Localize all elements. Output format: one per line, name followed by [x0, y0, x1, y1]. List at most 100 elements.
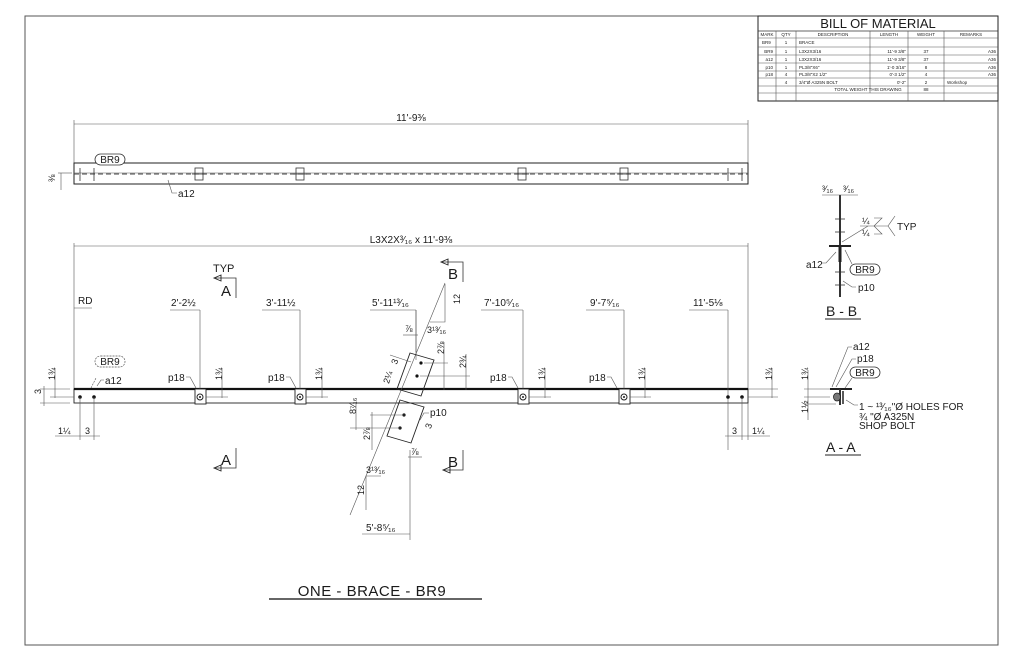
bom-header-weight: WEIGHT [917, 32, 935, 37]
plate-dim-1: 1¾ [214, 367, 224, 380]
bolt-hole-note-line-1: 1 ~ ¹³⁄₁₆"Ø HOLES FOR [859, 402, 964, 413]
bom-row: BR9 1 BRACE [762, 40, 815, 45]
filler-plates [194, 388, 631, 405]
plate-label-p18-3: p18 [490, 373, 507, 384]
bom-header-qty: QTY [781, 32, 790, 37]
member-size-dim: L3X2X³⁄₁₆ x 11'-9⅜ [370, 235, 453, 246]
bom-row: a12 1 L3X2X3/16 11'-9 3/8" 37 A36 [765, 57, 996, 62]
bom-header-description: DESCRIPTION [818, 32, 849, 37]
bom-cell-mark: BR9 [764, 49, 773, 54]
bom-cell-length: 0'-2" [897, 80, 906, 85]
section-bb-p10-label: p10 [858, 283, 875, 294]
bom-cell-qty: 1 [785, 40, 788, 45]
bom-cell-description: 3/4"Ø A325N BOLT [799, 80, 838, 85]
bom-cell-weight: 37 [923, 49, 929, 54]
station-dim-6: 11'-5⅛ [693, 298, 723, 309]
gusset-label-p10: p10 [430, 408, 447, 419]
station-dim-4: 7'-10⁵⁄₁₆ [484, 298, 519, 309]
gusset-offset-bottom: ⅞ [411, 447, 419, 457]
left-part-label: a12 [105, 376, 122, 387]
section-aa-title: A - A [826, 439, 856, 455]
weld-size-top: ¼ [862, 216, 870, 226]
section-b-b: ³⁄₁₆ ³⁄₁₆ ¼ ¼ TYP a12 BR9 p10 B - B [806, 184, 917, 320]
plan-mark-label: BR9 [100, 155, 120, 166]
section-aa-a12-label: a12 [853, 342, 870, 353]
gusset-dim-3-top: 3 [389, 358, 400, 366]
bom-total-value: 88 [923, 87, 929, 92]
left-edge-dim: 1¾ [47, 367, 57, 380]
section-bb-mark-bubble: BR9 [855, 265, 875, 276]
section-bb-top-dim-left: ³⁄₁₆ [822, 184, 834, 194]
bom-cell-weight: 8 [925, 65, 928, 70]
slope-rise-top: 12 [452, 294, 462, 304]
left-depth-dim: 3 [33, 389, 43, 394]
bom-cell-qty: 1 [785, 65, 788, 70]
rd-label: RD [78, 296, 92, 307]
bom-cell-remarks: A36 [988, 65, 997, 70]
bom-cell-weight: 4 [925, 72, 928, 77]
left-bolt-pitch-dim: 3 [85, 426, 90, 436]
bom-cell-length: 1'-0 3/16" [887, 65, 906, 70]
section-a-letter-top: A [221, 283, 231, 300]
bom-cell-remarks: A36 [988, 49, 997, 54]
bom-cell-length: 0'-3 1/2" [890, 72, 907, 77]
bom-header-mark: MARK [760, 32, 773, 37]
gusset-connection: 12 3¹³⁄₁₆ 3¹³⁄₁₆ 12 ⅞ ⅞ 2⅞ [348, 282, 470, 540]
plan-part-label: a12 [178, 189, 195, 200]
bom-row: p18 4 PL3/8"X2 1/2" 0'-3 1/2" 4 A36 [765, 72, 996, 77]
bom-cell-description: PL3/8"X6" [799, 65, 820, 70]
section-aa-dim-1-3-4: 1¾ [800, 367, 810, 380]
gusset-offset-top: ⅞ [405, 324, 413, 334]
plate-dim-2: 1¾ [314, 367, 324, 380]
bom-cell-mark: p10 [765, 65, 773, 70]
plan-bolt-marks [79, 167, 743, 181]
section-bb-a12-label: a12 [806, 260, 823, 271]
slope-rise-bottom: 12 [356, 485, 366, 495]
bom-cell-mark: a12 [765, 57, 773, 62]
section-a-a: a12 p18 BR9 1¾ 1½ 1 ~ ¹³⁄₁₆"Ø HOLES FOR … [800, 342, 964, 456]
plan-side-dim: ⅜ [47, 174, 57, 182]
bom-cell-remarks: Workshop [947, 80, 968, 85]
gusset-dim-8-7-16: 8⁷⁄₁₆ [348, 397, 358, 414]
bom-cell-description: PL3/8"X2 1/2" [799, 72, 827, 77]
section-a-typ-note: TYP [213, 263, 234, 275]
bom-row: p10 1 PL3/8"X6" 1'-0 3/16" 8 A36 [765, 65, 996, 70]
section-aa-p18-label: p18 [857, 354, 874, 365]
gusset-dim-2-7-8-top: 2⅞ [436, 341, 446, 354]
bom-total-label: TOTAL WEIGHT THIS DRAWING [834, 87, 902, 92]
station-dim-2: 3'-11½ [266, 298, 296, 309]
section-b-letter-bottom: B [448, 454, 458, 471]
right-edge-dim: 1¾ [764, 367, 774, 380]
section-bb-title: B - B [826, 303, 857, 319]
weld-size-bottom: ¼ [862, 228, 870, 238]
plate-label-p18-1: p18 [168, 373, 185, 384]
bom-title: BILL OF MATERIAL [820, 16, 936, 31]
plan-overall-dim: 11'-9⅜ [396, 113, 426, 124]
bom-cell-length: 11'-9 3/8" [887, 49, 906, 54]
plan-view: 11'-9⅜ BR9 a12 ⅜ [47, 113, 749, 200]
bolt-hole-note-line-3: SHOP BOLT [859, 421, 915, 432]
bom-cell-mark: BR9 [762, 40, 771, 45]
bom-cell-description: BRACE [799, 40, 815, 45]
bom-cell-qty: 1 [785, 57, 788, 62]
drawing-title-block: ONE - BRACE - BR9 [269, 583, 482, 600]
weld-typ-note: TYP [897, 222, 917, 233]
bom-cell-description: L3X2X3/16 [799, 57, 822, 62]
bom-row: BR9 1 L3X2X3/16 11'-9 3/8" 37 A36 [764, 49, 996, 54]
gusset-dim-2-3-4: 2¾ [458, 355, 468, 368]
bill-of-material-table: BILL OF MATERIAL MARK QTY DESCRIPTION LE… [757, 15, 999, 102]
plate-label-p18-4: p18 [589, 373, 606, 384]
plate-dim-4: 1¾ [637, 367, 647, 380]
section-a-letter-bottom: A [221, 452, 231, 469]
section-b-letter-top: B [448, 266, 458, 283]
plate-label-p18-2: p18 [268, 373, 285, 384]
bolt-hole-note-line-2: ¾ "Ø A325N [859, 412, 914, 423]
right-bolt-edge-dim: 1¼ [752, 426, 765, 436]
section-bb-top-dim-right: ³⁄₁₆ [843, 184, 855, 194]
bom-cell-weight: 2 [925, 80, 928, 85]
plate-height-dims: 1¾ 1¾ 1¾ 1¾ [206, 367, 651, 398]
bom-cell-qty: 1 [785, 49, 788, 54]
sheet-border [24, 15, 999, 646]
bom-header-remarks: REMARKS [960, 32, 982, 37]
plate-dim-3: 1¾ [537, 367, 547, 380]
